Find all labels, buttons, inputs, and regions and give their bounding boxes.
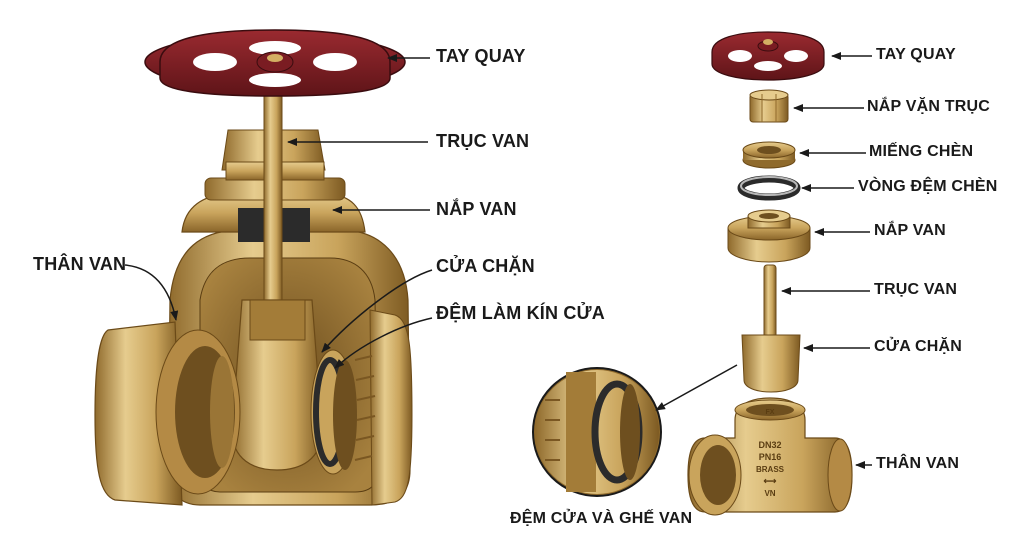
cutaway-valve [94,29,433,506]
label-bonnet-right: NẮP VAN [874,222,946,239]
valve-body-part [687,397,853,516]
marking-fx: FX [766,409,775,416]
label-body-left: THÂN VAN [33,254,127,274]
body-markings: FX DN32 PN16 BRASS ⟷ VN [756,409,785,498]
marking-dn: DN32 [758,440,781,450]
marking-pn: PN16 [759,452,782,462]
left-handwheel-icon [144,29,406,97]
arrow-detail-right [655,364,738,411]
arrow-gate-seal-left [334,317,433,369]
label-handwheel-right: TAY QUAY [876,46,956,63]
label-seat-detail: ĐỆM CỬA VÀ GHẾ VAN [510,510,693,527]
label-stem-nut-right: NẮP VẶN TRỤC [867,98,991,115]
gland-part [742,141,796,169]
label-wedge-right: CỬA CHẶN [874,338,963,355]
right-handwheel-icon [711,31,825,81]
label-wedge-left: CỬA CHẶN [436,256,535,276]
right-leader-lines [655,52,872,469]
label-gland-ring-right: VÒNG ĐỆM CHÈN [858,178,998,195]
label-gland-right: MIẾNG CHÈN [869,143,974,160]
arrow-wedge-left [321,269,433,353]
exploded-valve [532,31,872,516]
gland-ring-part [737,175,801,201]
right-port [310,309,413,506]
label-stem-right: TRỤC VAN [874,281,958,298]
label-stem-left: TRỤC VAN [436,131,530,151]
marking-arrow: ⟷ [764,476,777,486]
left-leader-lines [124,54,433,369]
label-body-right: THÂN VAN [876,455,960,472]
wedge-part [741,334,801,393]
stem-nut-part [749,89,789,123]
label-gate-seal-left: ĐỆM LÀM KÍN CỬA [436,303,605,323]
label-bonnet-left: NẮP VAN [436,199,517,219]
label-handwheel-left: TAY QUAY [436,46,526,66]
seat-detail-circle [532,367,662,497]
left-port [94,321,241,506]
bonnet-part [727,209,811,263]
arrow-body-left [124,264,179,321]
marking-vn: VN [764,489,775,498]
marking-brass: BRASS [756,465,785,474]
